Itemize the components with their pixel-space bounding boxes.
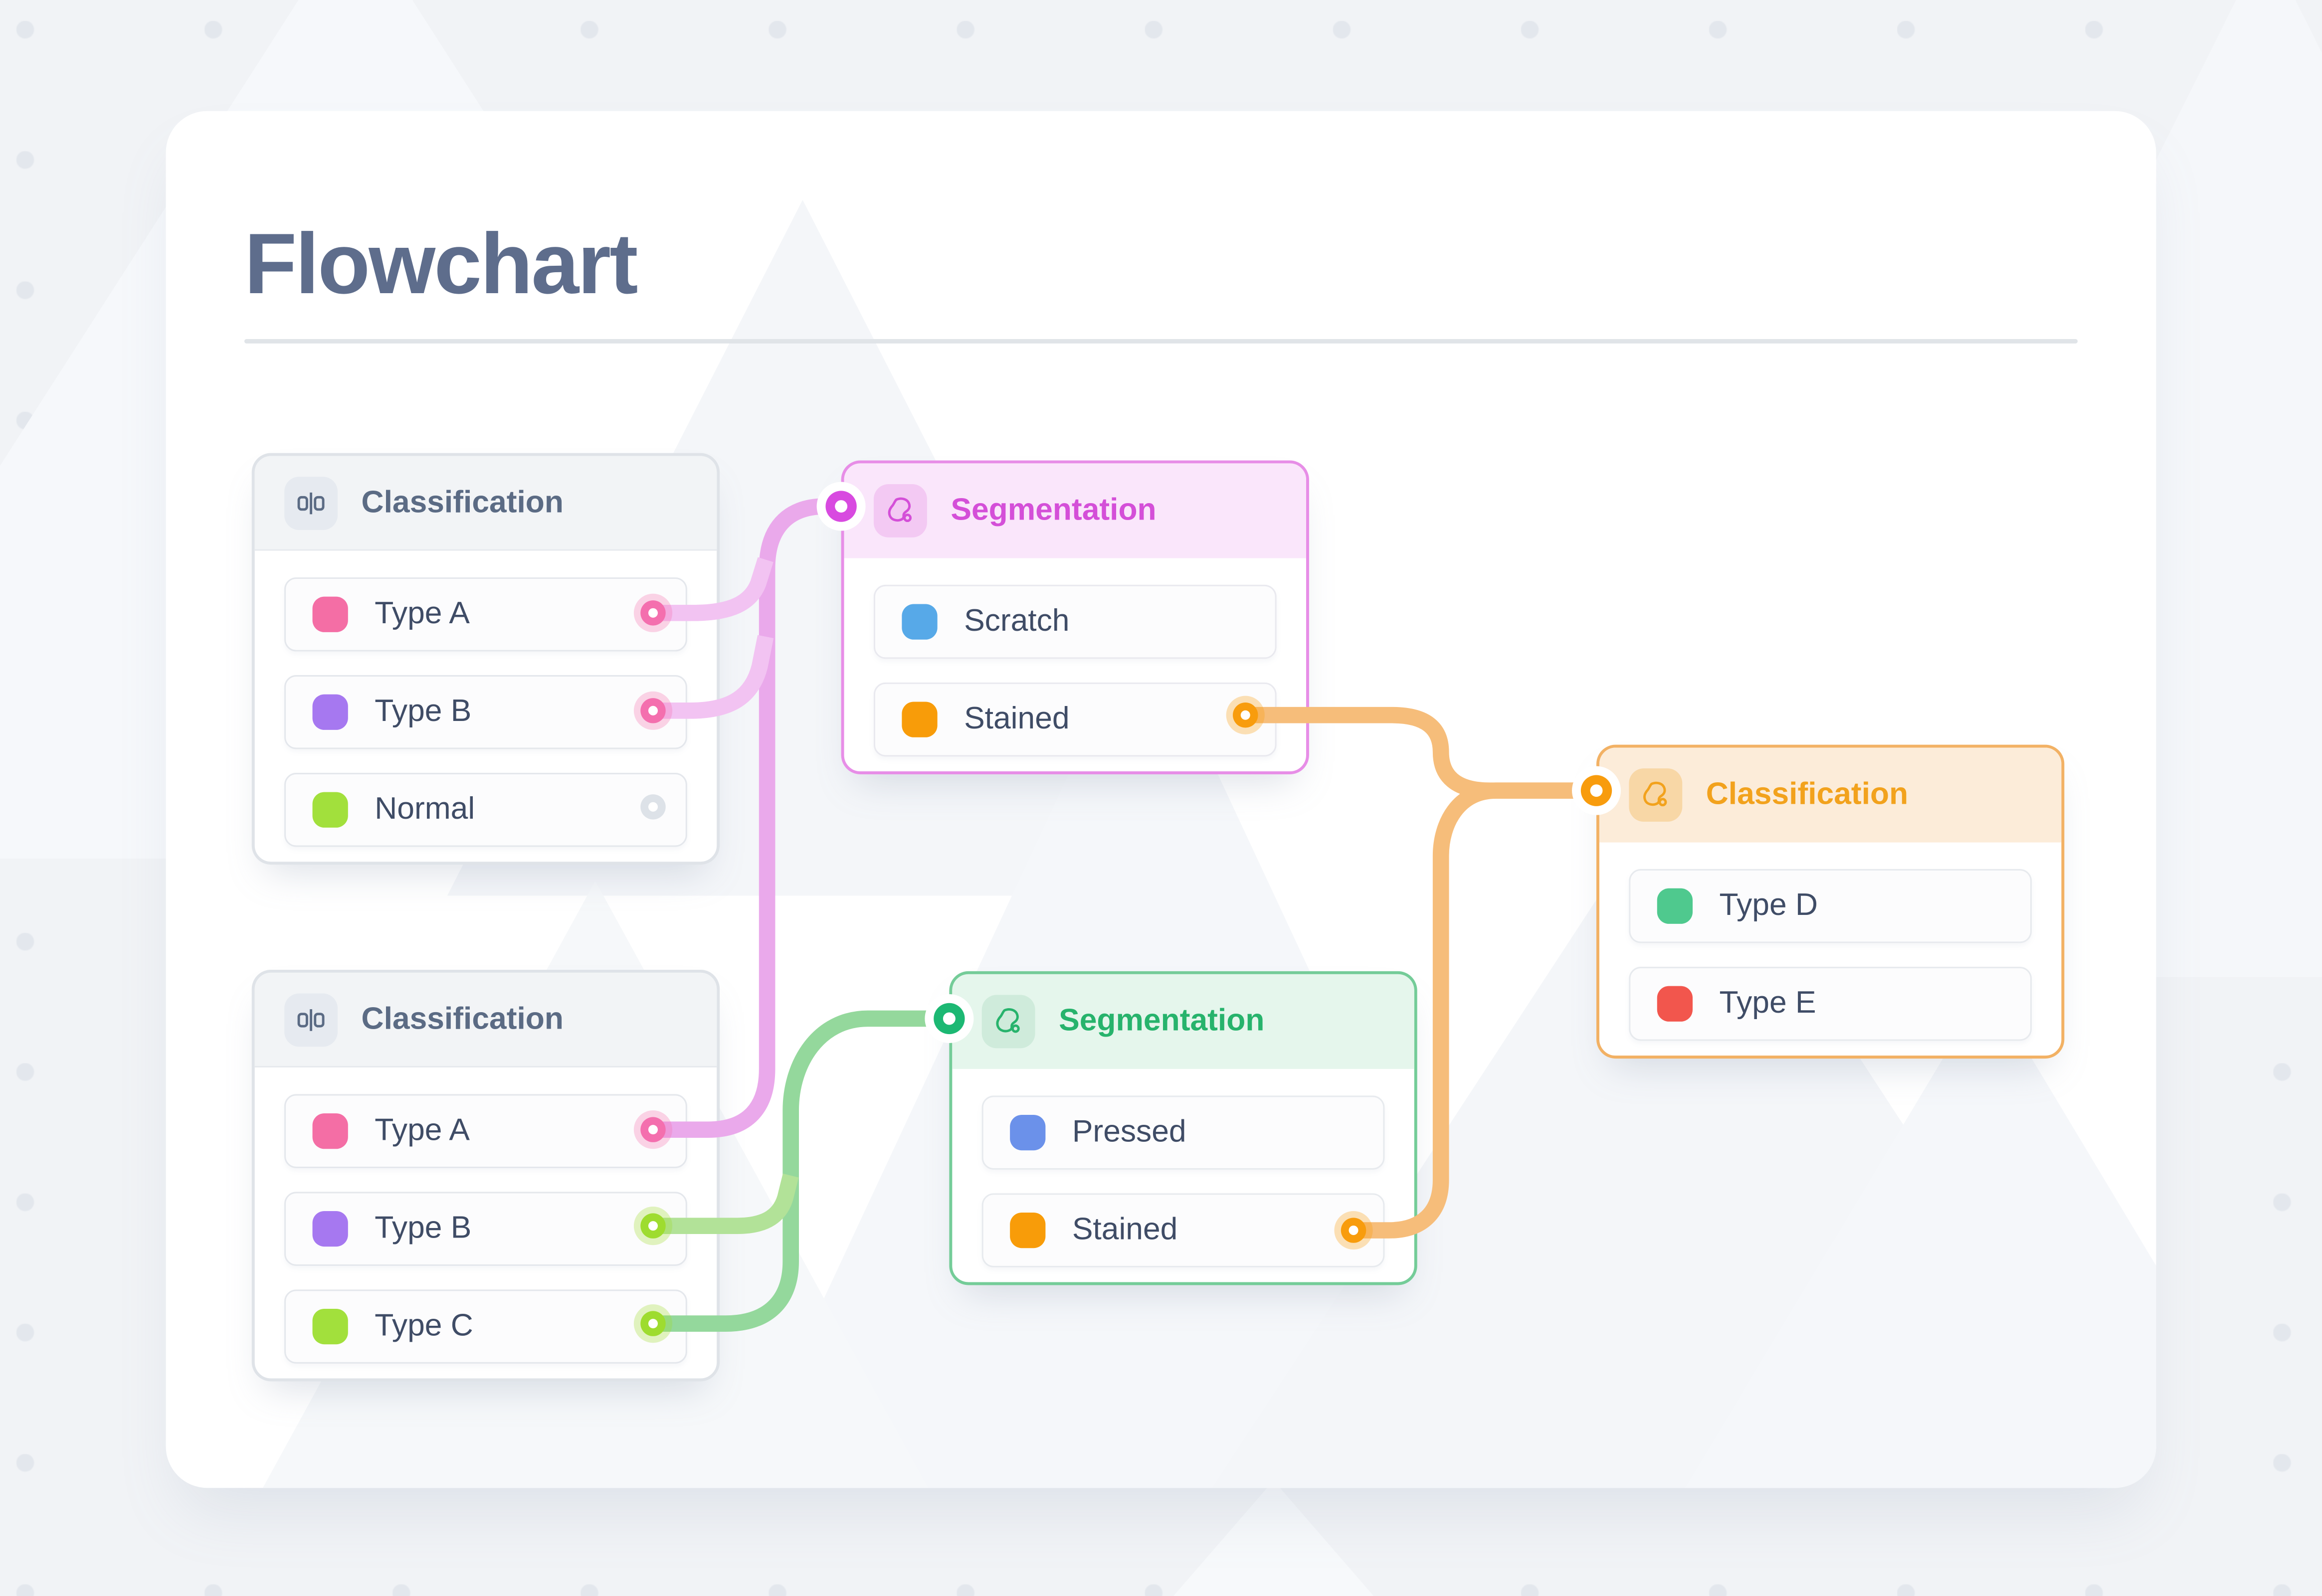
node-header: Segmentation [952, 974, 1414, 1069]
list-item-type-a[interactable]: Type A [284, 577, 687, 652]
color-swatch [312, 596, 348, 632]
segmentation-icon [1629, 768, 1683, 822]
node-segmentation-top[interactable]: Segmentation Scratch Stained [841, 460, 1309, 774]
node-body: Pressed Stained [952, 1069, 1414, 1282]
node-classification-right[interactable]: Classification Type D Type E [1596, 744, 2065, 1059]
node-title: Classification [361, 485, 564, 519]
node-title: Segmentation [951, 493, 1157, 528]
item-label: Type D [1719, 888, 1818, 922]
list-item-type-b[interactable]: Type B [284, 675, 687, 749]
list-item-scratch[interactable]: Scratch [873, 584, 1277, 659]
item-label: Type C [375, 1308, 473, 1343]
node-header: Classification [254, 456, 717, 551]
node-header: Classification [1599, 747, 2062, 843]
color-swatch [312, 792, 348, 828]
item-label: Normal [375, 792, 475, 826]
segmentation-icon [873, 484, 927, 537]
node-header: Segmentation [844, 463, 1307, 558]
node-title: Classification [1706, 777, 1909, 812]
color-swatch [1010, 1212, 1046, 1248]
color-swatch [312, 1113, 348, 1149]
color-swatch [312, 1211, 348, 1247]
list-item-type-e[interactable]: Type E [1629, 967, 2032, 1041]
color-swatch [902, 702, 938, 737]
list-item-stained[interactable]: Stained [873, 682, 1277, 757]
node-header: Classification [254, 972, 717, 1067]
item-label: Type A [375, 596, 470, 631]
node-classification-bottom[interactable]: Classification Type A Type B Type C [251, 969, 720, 1382]
item-label: Pressed [1072, 1114, 1186, 1149]
color-swatch [1657, 888, 1693, 924]
list-item-type-a[interactable]: Type A [284, 1094, 687, 1168]
node-body: Scratch Stained [844, 558, 1306, 771]
item-label: Type E [1719, 986, 1816, 1020]
node-body: Type A Type B Type C [255, 1067, 717, 1379]
page-title: Flowchart [244, 216, 638, 313]
list-item-type-c[interactable]: Type C [284, 1289, 687, 1364]
node-body: Type A Type B Normal [255, 551, 717, 862]
node-title: Classification [361, 1001, 564, 1036]
item-label: Type A [375, 1113, 470, 1148]
node-title: Segmentation [1059, 1004, 1265, 1038]
item-label: Type B [375, 1211, 472, 1245]
list-item-type-b[interactable]: Type B [284, 1192, 687, 1266]
list-item-pressed[interactable]: Pressed [981, 1095, 1385, 1170]
list-item-type-d[interactable]: Type D [1629, 869, 2032, 943]
classification-icon [284, 476, 338, 530]
node-body: Type D Type E [1599, 843, 2061, 1056]
item-label: Stained [1072, 1212, 1178, 1247]
item-label: Type B [375, 694, 472, 728]
color-swatch [312, 694, 348, 730]
list-item-stained[interactable]: Stained [981, 1193, 1385, 1267]
color-swatch [902, 604, 938, 640]
classification-icon [284, 992, 338, 1046]
color-swatch [312, 1308, 348, 1345]
node-classification-top[interactable]: Classification Type A Type B Normal [251, 453, 720, 865]
color-swatch [1657, 986, 1693, 1022]
list-item-normal[interactable]: Normal [284, 773, 687, 847]
node-segmentation-bottom[interactable]: Segmentation Pressed Stained [949, 971, 1417, 1285]
title-divider [244, 339, 2078, 344]
color-swatch [1010, 1114, 1046, 1151]
segmentation-icon [981, 995, 1035, 1049]
item-label: Stained [964, 702, 1070, 736]
item-label: Scratch [964, 604, 1070, 638]
